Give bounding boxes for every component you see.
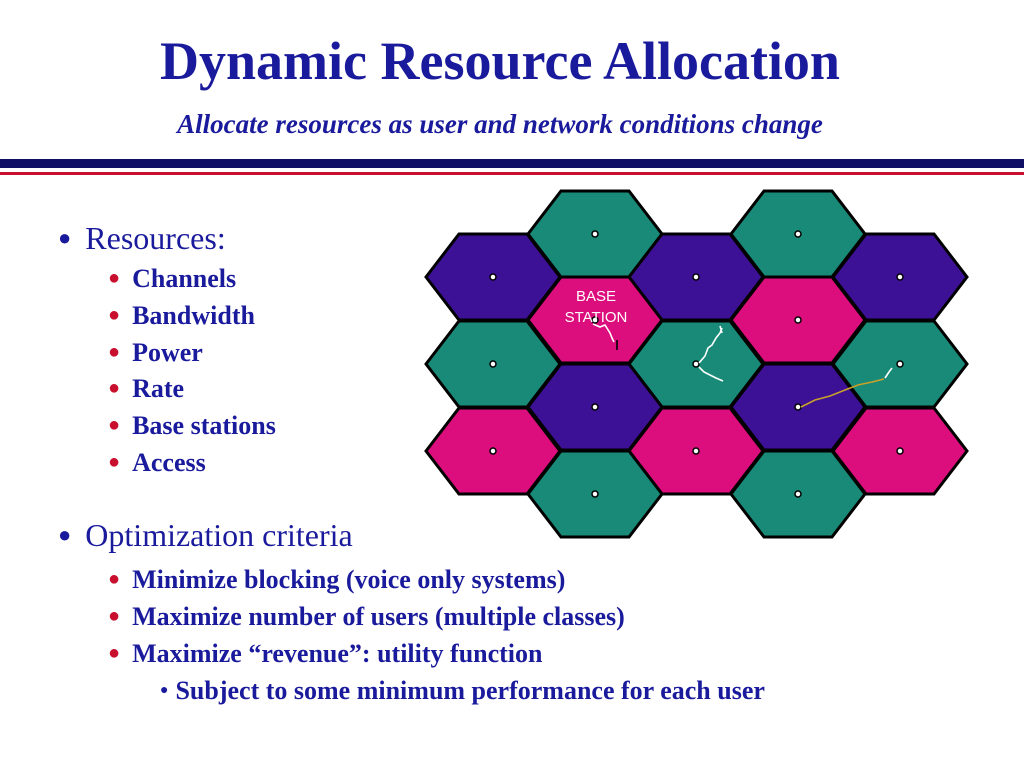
base-station-label-line2: STATION bbox=[565, 309, 628, 326]
title-rule-navy bbox=[0, 159, 1024, 168]
radio-link-cell-center-2 bbox=[698, 366, 724, 382]
sub-bullet-label: Maximize number of users (multiple class… bbox=[132, 602, 625, 631]
radio-link-cell-center bbox=[698, 327, 723, 364]
bullet-dot-icon: ● bbox=[108, 377, 121, 399]
bullet-dot-icon: ● bbox=[58, 522, 72, 547]
radio-link-base-station bbox=[592, 323, 615, 343]
sub-bullet-maximize-users: ● Maximize number of users (multiple clas… bbox=[108, 604, 625, 630]
base-station-dot-icon bbox=[794, 403, 802, 411]
base-station-dot-icon bbox=[794, 316, 802, 324]
slide-title: Dynamic Resource Allocation bbox=[160, 31, 840, 91]
mobile-user-icon bbox=[719, 325, 723, 334]
bullet-optimization-label: Optimization criteria bbox=[85, 517, 353, 553]
base-station-dot-icon bbox=[489, 447, 497, 455]
sub-bullet-base-stations: ● Base stations bbox=[108, 413, 276, 439]
base-station-dot-icon bbox=[489, 360, 497, 368]
sub-bullet-label: Channels bbox=[132, 264, 237, 293]
bullet-resources-label: Resources: bbox=[85, 220, 226, 256]
sub-bullet-label: Maximize “revenue”: utility function bbox=[132, 639, 543, 668]
bullet-resources: ● Resources: bbox=[58, 222, 226, 254]
base-station-dot-icon bbox=[591, 490, 599, 498]
base-station-dot-icon bbox=[692, 360, 700, 368]
radio-link-handoff-2 bbox=[884, 367, 893, 379]
sub-bullet-bandwidth: ● Bandwidth bbox=[108, 303, 255, 329]
base-station-dot-icon bbox=[794, 490, 802, 498]
base-station-dot-icon bbox=[489, 273, 497, 281]
base-station-dot-icon bbox=[896, 447, 904, 455]
sub-bullet-label: Minimize blocking (voice only systems) bbox=[132, 565, 566, 594]
sub-bullet-maximize-revenue: ● Maximize “revenue”: utility function bbox=[108, 641, 543, 667]
bullet-dot-icon: ● bbox=[108, 414, 121, 436]
bullet-optimization: ● Optimization criteria bbox=[58, 519, 353, 551]
bullet-dot-icon: ● bbox=[160, 683, 169, 698]
slide-subtitle: Allocate resources as user and network c… bbox=[177, 109, 823, 139]
radio-link-handoff bbox=[800, 378, 885, 408]
base-station-dot-icon bbox=[591, 230, 599, 238]
bullet-dot-icon: ● bbox=[108, 267, 121, 289]
base-station-dot-icon bbox=[591, 316, 599, 324]
sub-bullet-label: Access bbox=[132, 448, 206, 477]
sub-bullet-power: ● Power bbox=[108, 340, 203, 366]
base-station-label-line1: BASE bbox=[576, 288, 616, 305]
base-station-dot-icon bbox=[692, 273, 700, 281]
bullet-dot-icon: ● bbox=[58, 225, 72, 250]
bullet-dot-icon: ● bbox=[108, 605, 121, 627]
base-station-dot-icon bbox=[896, 273, 904, 281]
sub-sub-bullet-label: Subject to some minimum performance for … bbox=[175, 676, 765, 705]
bullet-dot-icon: ● bbox=[108, 568, 121, 590]
base-station-dot-icon bbox=[692, 447, 700, 455]
title-rule-red bbox=[0, 172, 1024, 175]
sub-sub-bullet-min-performance: ● Subject to some minimum performance for… bbox=[160, 678, 765, 704]
base-station-dot-icon bbox=[794, 230, 802, 238]
bullet-dot-icon: ● bbox=[108, 304, 121, 326]
bullet-dot-icon: ● bbox=[108, 451, 121, 473]
sub-bullet-rate: ● Rate bbox=[108, 376, 184, 402]
bullet-dot-icon: ● bbox=[108, 642, 121, 664]
bullet-dot-icon: ● bbox=[108, 341, 121, 363]
sub-bullet-label: Rate bbox=[132, 374, 185, 403]
sub-bullet-label: Base stations bbox=[132, 411, 276, 440]
base-station-dot-icon bbox=[591, 403, 599, 411]
sub-bullet-label: Power bbox=[132, 338, 203, 367]
sub-bullet-label: Bandwidth bbox=[132, 301, 255, 330]
sub-bullet-access: ● Access bbox=[108, 450, 206, 476]
base-station-dot-icon bbox=[896, 360, 904, 368]
sub-bullet-minimize-blocking: ● Minimize blocking (voice only systems) bbox=[108, 567, 565, 593]
sub-bullet-channels: ● Channels bbox=[108, 266, 236, 292]
